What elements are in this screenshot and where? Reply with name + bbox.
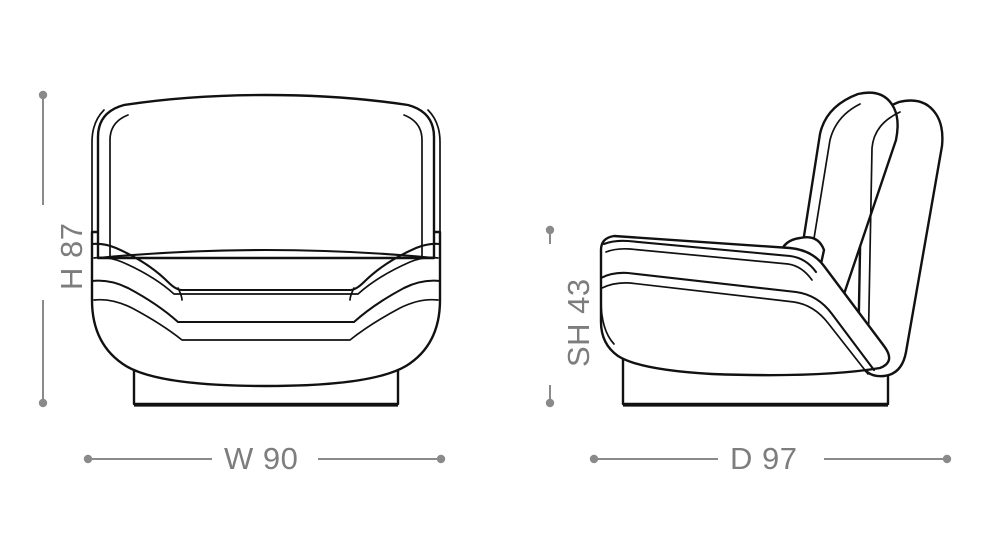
side-seat-block (599, 234, 891, 377)
side-backrest-cushion-seam (803, 103, 861, 301)
side-armrest-second-seam (605, 247, 813, 281)
front-armrest-notch-left (177, 287, 183, 301)
dimension-height-line (38, 90, 48, 408)
dimension-seat-height-line (545, 225, 555, 408)
front-backrest-seam (96, 248, 436, 260)
front-backrest-left-edge (109, 114, 129, 259)
side-seat-cushion-top-seam (599, 271, 876, 372)
front-view (90, 93, 442, 407)
side-backrest-frame-seam (867, 111, 901, 361)
front-armrest-inner-seam (93, 256, 439, 295)
front-backrest-right-edge (403, 114, 423, 259)
dimension-label-width: W 90 (224, 441, 299, 476)
dimension-width-line (83, 454, 446, 464)
front-seat-body (90, 230, 442, 388)
dimension-label-seat-height: SH 43 (561, 278, 596, 367)
side-seat-front-edge (600, 299, 615, 345)
dimension-depth-line (589, 454, 952, 464)
front-armrest-top-seam (90, 242, 442, 292)
dimension-label-depth: D 97 (730, 441, 798, 476)
front-side-panel-right (427, 109, 441, 233)
dimension-label-height: H 87 (54, 222, 89, 290)
front-seat-cushion-top (90, 279, 442, 324)
front-seat-cushion-bottom (93, 298, 439, 341)
side-armrest-top-seam (602, 239, 818, 274)
front-backrest (96, 93, 436, 260)
side-seat-cushion-second-seam (601, 282, 869, 375)
front-armrest-notch-right (349, 287, 355, 301)
front-side-panel-left (91, 109, 105, 233)
side-view (599, 91, 944, 407)
